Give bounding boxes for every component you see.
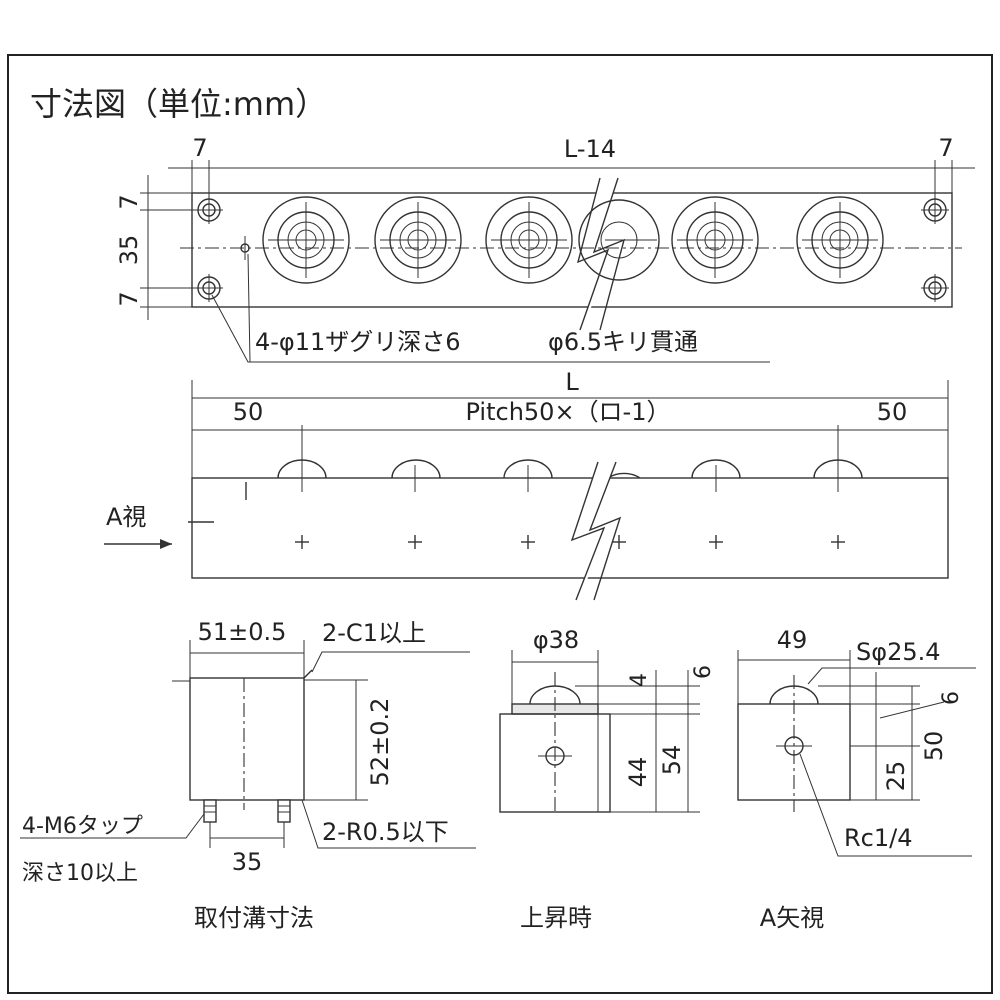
dim-a-sphere: Sφ25.4 — [856, 638, 941, 666]
leader-chamfer — [311, 651, 470, 673]
lift-unit — [671, 196, 759, 284]
counterbore-hole — [921, 274, 949, 302]
m6-stud — [277, 799, 291, 823]
dim-groove-chamfer: 2-C1以上 — [322, 619, 426, 647]
counterbore-hole — [921, 196, 949, 224]
lift-unit — [485, 196, 573, 284]
dim-groove-height: 52±0.2 — [366, 698, 394, 787]
ball-dome — [691, 459, 741, 479]
note-counterbore: 4-φ11ザグリ深さ6 — [255, 328, 461, 356]
dim-raised-diameter: φ38 — [533, 626, 579, 654]
dim-side-left: 50 — [233, 398, 264, 426]
dim-side-pitch: Pitch50×（ロ-1） — [465, 398, 670, 426]
ball-dome — [277, 459, 327, 479]
raised-ball — [529, 685, 581, 705]
dim-raised-54: 54 — [658, 745, 686, 776]
dim-groove-radius: 2-R0.5以下 — [322, 818, 449, 846]
dim-top-right: 7 — [938, 134, 953, 162]
raised-view: φ38 4 6 44 54 上昇時 — [499, 626, 716, 932]
groove-view-caption: 取付溝寸法 — [194, 904, 314, 932]
side-view: L 50 Pitch50×（ロ-1） 50 — [104, 368, 949, 601]
leader-tap — [20, 813, 205, 839]
note-through: φ6.5キリ貫通 — [548, 328, 698, 356]
drawing-title: 寸法図（単位:mm） — [30, 85, 327, 123]
dim-side-right: 50 — [877, 398, 908, 426]
dim-raised-4: 4 — [627, 673, 652, 687]
dim-groove-tap-depth: 深さ10以上 — [22, 861, 138, 886]
lift-unit — [374, 196, 462, 284]
ball-dome — [391, 459, 441, 479]
dim-groove-tap: 4-M6タップ — [22, 814, 143, 839]
leader-port — [799, 753, 972, 857]
dim-side-total: L — [565, 368, 579, 396]
dim-top-left: 7 — [192, 134, 207, 162]
dim-a-port: Rc1/4 — [844, 824, 913, 852]
ball-dome — [813, 459, 863, 479]
top-view: 7 L-14 7 7 35 7 4-φ11ザグリ深さ6 φ6.5キリ貫通 — [115, 134, 975, 363]
dim-groove-width: 51±0.5 — [198, 618, 287, 646]
dim-v-top: 7 — [115, 194, 143, 209]
dim-a-50: 50 — [920, 731, 948, 762]
lift-unit — [578, 199, 660, 281]
m6-stud — [203, 799, 217, 823]
dim-raised-6: 6 — [691, 665, 716, 679]
dim-v-bot: 7 — [115, 291, 143, 306]
lift-unit — [262, 196, 350, 284]
lift-unit — [796, 196, 884, 284]
leader-through — [247, 253, 770, 363]
a-view: 49 Sφ25.4 6 50 25 Rc1/4 A矢視 — [737, 626, 976, 932]
raised-body — [499, 713, 611, 813]
dim-groove-pitch: 35 — [232, 848, 263, 876]
dim-v-mid: 35 — [115, 235, 143, 266]
rail-plate-top — [191, 192, 953, 308]
dim-a-6: 6 — [939, 691, 964, 705]
dim-raised-44: 44 — [624, 757, 652, 788]
view-arrow-label: A視 — [106, 503, 146, 531]
a-view-caption: A矢視 — [760, 904, 824, 932]
dim-a-49: 49 — [777, 626, 808, 654]
groove-body — [189, 677, 305, 801]
dim-a-25: 25 — [882, 761, 910, 792]
drawing-frame — [7, 54, 993, 994]
raised-view-caption: 上昇時 — [520, 904, 592, 932]
dim-top-total: L-14 — [564, 135, 616, 163]
rail-body-side — [191, 477, 949, 579]
ball-dome — [503, 459, 553, 479]
groove-view: 51±0.5 2-C1以上 52±0.2 35 4-M6タップ 深さ10以上 2… — [20, 618, 476, 932]
leader-radius — [301, 799, 476, 849]
leader-sphere — [807, 667, 976, 685]
